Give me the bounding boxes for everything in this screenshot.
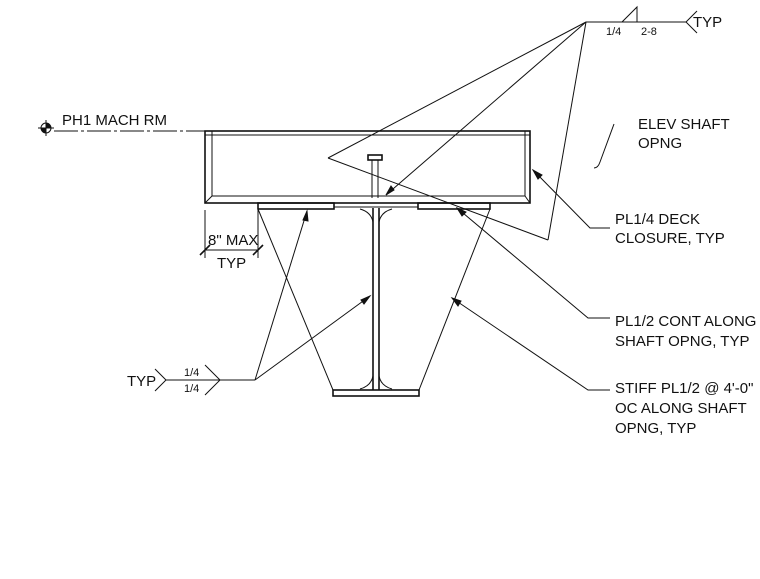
top-weld-size: 1/4	[606, 26, 621, 38]
left-weld-size-bottom: 1/4	[184, 383, 199, 395]
top-flange	[333, 202, 419, 208]
elev-shaft-line1: ELEV SHAFT	[638, 116, 730, 133]
arrowhead	[385, 185, 395, 196]
cont-plate-right	[417, 202, 491, 210]
top-weld-symbol: 1/4 2-8 TYP	[327, 5, 722, 241]
weld-leader-2	[327, 157, 549, 241]
deck-inner-line	[211, 131, 526, 197]
weld-leader-3	[547, 21, 587, 241]
elev-shaft-callout: ELEV SHAFT OPNG	[593, 116, 730, 169]
dimension-8in: 8" MAX TYP	[199, 210, 264, 272]
level-target-quadrant	[41, 128, 46, 133]
top-weld-note: TYP	[693, 14, 722, 31]
shear-stud	[367, 154, 383, 198]
stiffener-leader	[451, 297, 610, 391]
cont-plate-left	[257, 202, 335, 210]
arrowhead	[450, 297, 462, 307]
left-weld-note: TYP	[127, 373, 156, 390]
break-leader	[593, 123, 615, 169]
fillet-br	[378, 375, 393, 390]
cont-plate-line1: PL1/2 CONT ALONG	[615, 313, 756, 330]
deck-corner-right	[524, 195, 531, 204]
dim-tick-left	[199, 244, 211, 256]
left-weld-tail	[154, 368, 167, 392]
deck-box	[204, 130, 531, 204]
deck-closure-line1: PL1/4 DECK	[615, 211, 700, 228]
left-weld-leader-2	[254, 295, 371, 381]
deck-closure-leader	[532, 169, 610, 229]
deck-outline	[204, 130, 531, 204]
dim-text-1: 8" MAX	[208, 232, 258, 249]
arrowhead	[302, 209, 309, 222]
level-label: PH1 MACH RM	[62, 112, 167, 129]
fillet-bl	[359, 375, 374, 390]
fillet-tr	[378, 208, 393, 223]
left-weld-leader-1	[254, 210, 308, 381]
cont-plate-leader	[456, 207, 610, 319]
arrowhead	[455, 206, 467, 217]
deck-closure-line2: CLOSURE, TYP	[615, 230, 725, 247]
wide-flange-beam	[332, 208, 420, 397]
deck-corner-left	[204, 195, 213, 204]
left-weld-symbol: TYP 1/4 1/4	[127, 209, 372, 396]
stiffener-left-edge	[257, 208, 334, 391]
weld-leader-4	[385, 21, 587, 196]
arrowhead	[531, 168, 543, 180]
dim-tick-right	[252, 244, 264, 256]
bottom-flange	[332, 389, 420, 397]
weld-leader-1	[327, 21, 587, 159]
left-weld-size-top: 1/4	[184, 367, 199, 379]
stiffener-line3: OPNG, TYP	[615, 420, 696, 437]
weld-fillet-symbol	[621, 5, 638, 23]
cont-plate-callout: PL1/2 CONT ALONG SHAFT OPNG, TYP	[455, 206, 756, 350]
top-weld-length: 2-8	[641, 26, 657, 38]
left-weld-fillet-top	[204, 364, 222, 381]
stiffener-line1: STIFF PL1/2 @ 4'-0"	[615, 380, 753, 397]
deck-closure-callout: PL1/4 DECK CLOSURE, TYP	[531, 168, 725, 247]
cont-plate-line2: SHAFT OPNG, TYP	[615, 333, 749, 350]
fillet-tl	[359, 208, 374, 223]
level-marker: PH1 MACH RM	[38, 112, 205, 136]
weld-tail	[685, 10, 698, 34]
left-weld-fillet-bottom	[204, 379, 222, 396]
stiffener-line2: OC ALONG SHAFT	[615, 400, 747, 417]
level-target-quadrant	[46, 123, 51, 128]
dim-text-2: TYP	[217, 255, 246, 272]
top-plates	[257, 202, 491, 210]
stud-head	[367, 154, 383, 161]
stiffener-callout: STIFF PL1/2 @ 4'-0" OC ALONG SHAFT OPNG,…	[450, 297, 753, 437]
arrowhead	[360, 294, 372, 305]
elev-shaft-line2: OPNG	[638, 135, 682, 152]
